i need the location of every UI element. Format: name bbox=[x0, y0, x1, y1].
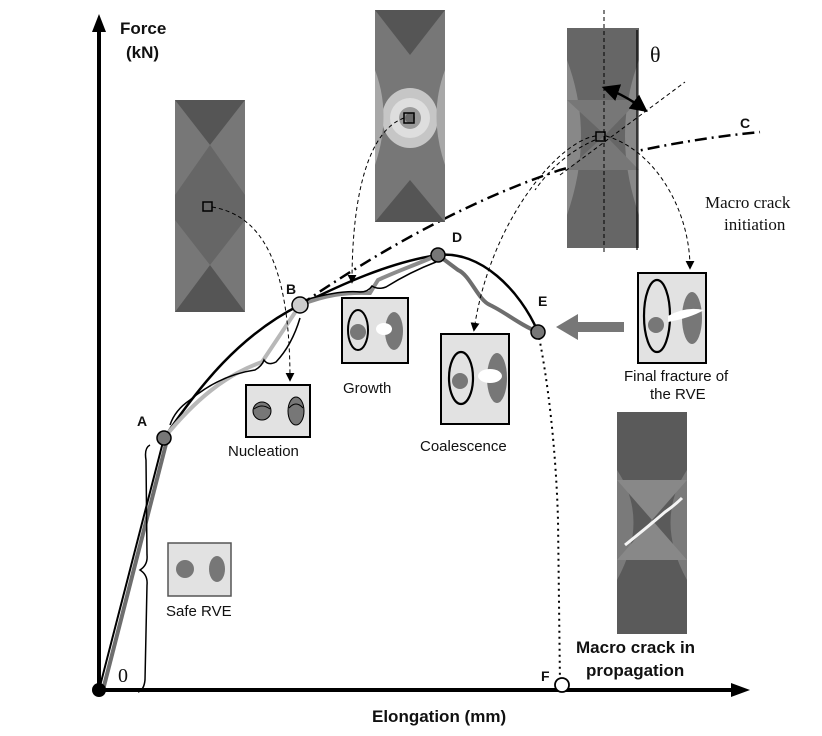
branch-nucleation bbox=[162, 303, 302, 440]
x-axis-arrowhead bbox=[731, 683, 750, 697]
arrow-to-coalescence bbox=[470, 135, 597, 332]
brace-growth bbox=[304, 261, 437, 301]
x-axis-label: Elongation (mm) bbox=[372, 707, 506, 726]
stage-braces bbox=[137, 261, 437, 693]
label-A: A bbox=[137, 413, 147, 429]
label-E: E bbox=[538, 293, 547, 309]
point-D bbox=[430, 247, 446, 263]
rve-final-fracture bbox=[637, 272, 707, 364]
theta-arrow bbox=[601, 84, 648, 113]
specimen-initial bbox=[175, 100, 245, 312]
label-nucleation: Nucleation bbox=[228, 443, 299, 460]
label-coalescence: Coalescence bbox=[420, 438, 507, 455]
label-B: B bbox=[286, 281, 296, 297]
propagating-crack bbox=[624, 496, 684, 547]
elastic-segment-shadow bbox=[101, 439, 169, 691]
rve-growth bbox=[341, 297, 409, 364]
rve-safe bbox=[167, 542, 232, 597]
point-origin bbox=[92, 683, 106, 697]
arrow-c-to-initiation bbox=[534, 139, 596, 191]
label-F: F bbox=[541, 668, 550, 684]
label-safe-rve: Safe RVE bbox=[166, 603, 232, 620]
curve-points: A B C D E F bbox=[92, 115, 750, 697]
specimen-growth bbox=[375, 10, 445, 222]
axes: Force (kN) Elongation (mm) 0 bbox=[92, 14, 750, 726]
macro-crack-propagation-line2: propagation bbox=[586, 661, 684, 680]
branch-coalescence bbox=[436, 253, 539, 334]
brace-safe bbox=[137, 444, 151, 693]
brace-nucleation bbox=[169, 317, 301, 426]
macro-initiation-line bbox=[299, 130, 761, 307]
point-F bbox=[554, 677, 570, 693]
elastic-segment bbox=[98, 437, 165, 691]
arrow-to-final-fracture bbox=[605, 135, 695, 270]
macro-crack-initiation-line2: initiation bbox=[724, 215, 786, 234]
rve-coalescence bbox=[440, 333, 510, 425]
label-final-fracture-line1: Final fracture of bbox=[624, 368, 729, 385]
label-final-fracture-line2: the RVE bbox=[650, 386, 706, 403]
y-axis-arrowhead bbox=[92, 14, 106, 32]
final-fracture-arrow bbox=[556, 314, 624, 340]
theta-symbol: θ bbox=[650, 42, 661, 67]
y-axis-label-line2: (kN) bbox=[126, 43, 159, 62]
specimen-crack-propagation bbox=[617, 412, 687, 634]
arrow-to-nucleation bbox=[211, 206, 295, 382]
origin-label: 0 bbox=[118, 665, 128, 687]
label-D: D bbox=[452, 229, 462, 245]
crack-direction-line bbox=[559, 81, 686, 176]
rve-nucleation bbox=[245, 384, 311, 438]
macro-crack-propagation-line1: Macro crack in bbox=[576, 638, 695, 657]
arrow-to-growth bbox=[347, 117, 405, 284]
rve-marker-initial bbox=[202, 201, 213, 212]
main-curve-ABDE bbox=[162, 253, 540, 439]
drop-segment-EF bbox=[537, 331, 561, 686]
point-A bbox=[156, 430, 172, 446]
point-E bbox=[530, 324, 546, 340]
macro-crack-initiation-line1: Macro crack bbox=[705, 193, 791, 212]
label-C: C bbox=[740, 115, 750, 131]
label-growth: Growth bbox=[343, 380, 391, 397]
point-B bbox=[291, 296, 309, 314]
pointer-arrows bbox=[211, 117, 695, 382]
y-axis-label-line1: Force bbox=[120, 19, 166, 38]
specimen-crack-initiation: θ bbox=[559, 10, 686, 255]
